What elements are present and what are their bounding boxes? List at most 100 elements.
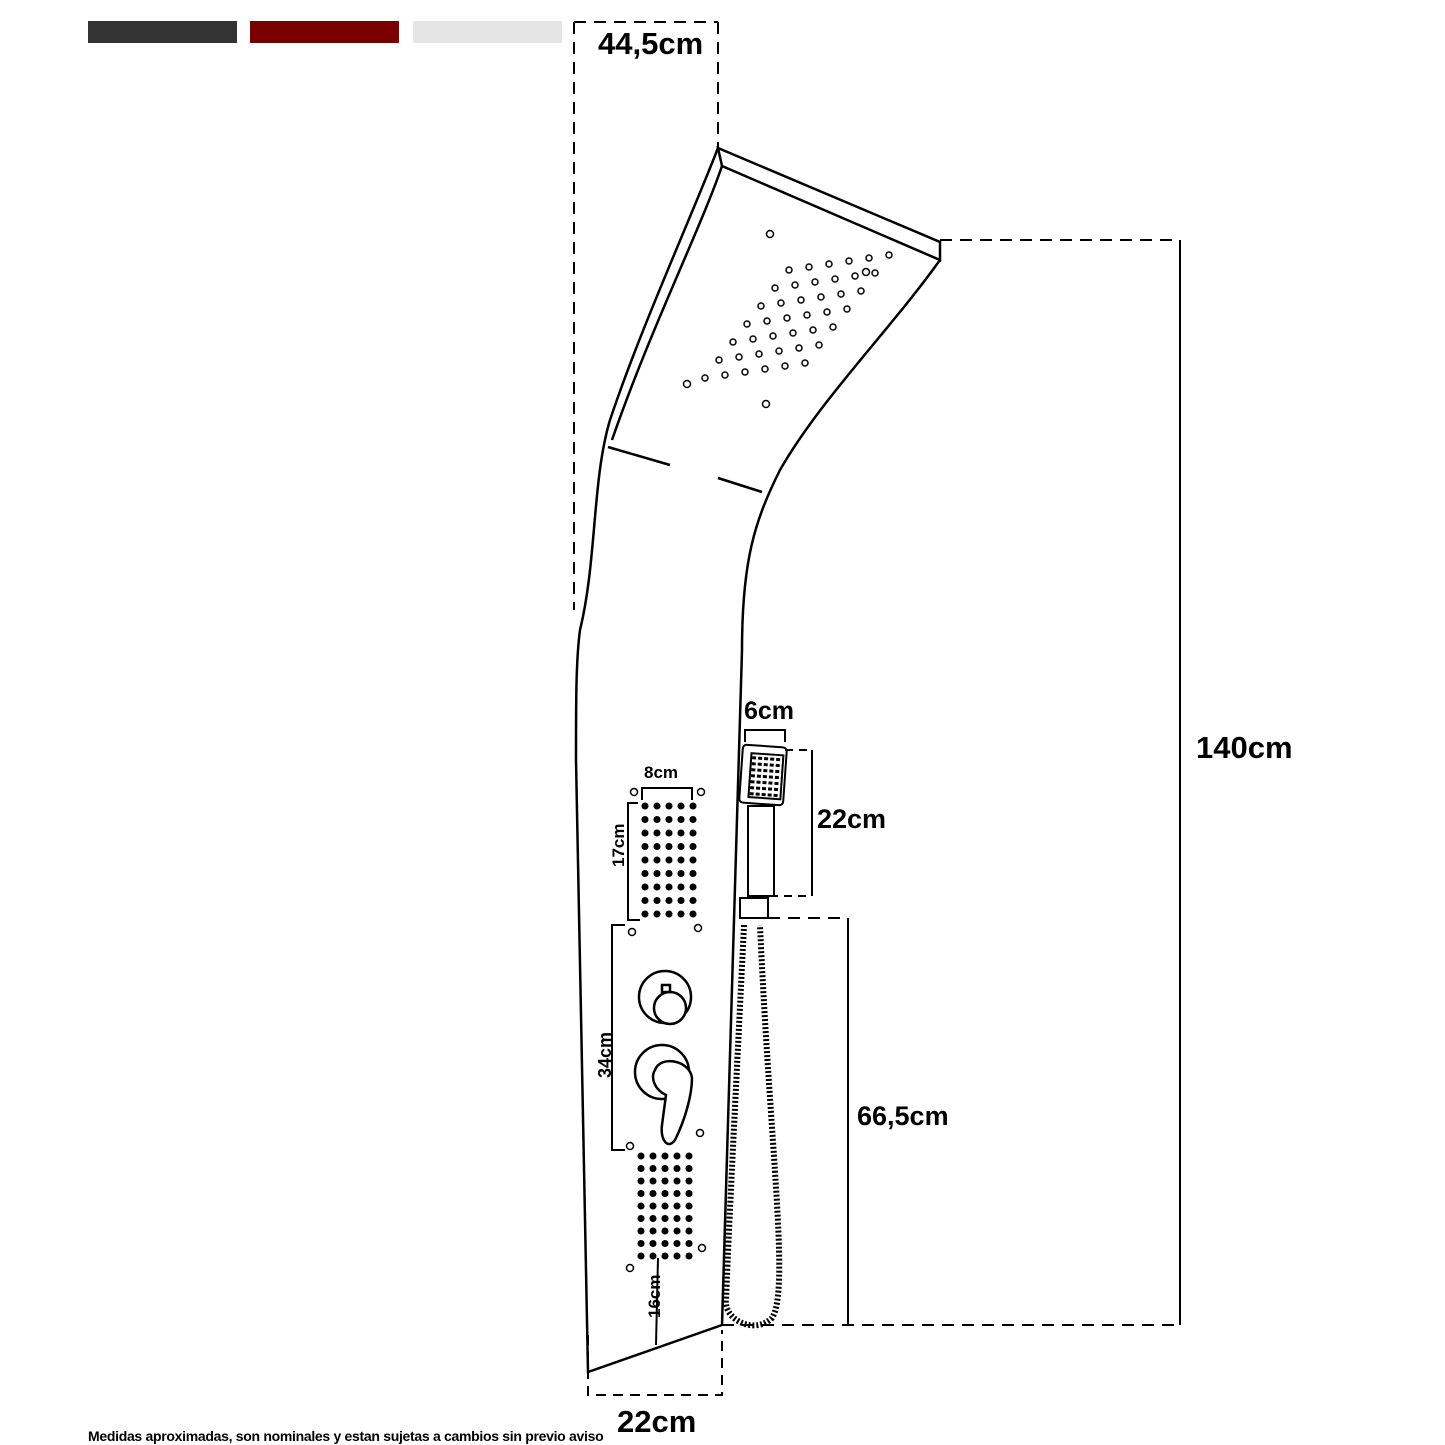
body-jet [653,856,661,864]
color-swatch-red[interactable] [250,21,399,43]
mounting-hole [693,923,703,933]
body-jet [665,856,673,864]
color-swatch-dark[interactable] [88,21,237,43]
dim-jet-width: 8cm [644,763,678,782]
head-nozzle [761,399,771,409]
head-nozzle [735,353,743,361]
dim-bottom-offset: 16cm [645,1275,664,1318]
body-jet [665,815,673,824]
head-nozzle [825,260,833,268]
head-nozzle [769,332,777,340]
head-nozzle [811,278,819,286]
head-nozzle [809,326,817,334]
head-nozzle [801,359,809,367]
body-jet [653,896,661,905]
body-jet [637,1152,645,1160]
body-jet [677,829,685,837]
dimension-lines [573,21,1181,1396]
body-jet [637,1164,645,1173]
body-jet [673,1177,681,1185]
body-jet [673,1239,681,1248]
body-jet [677,856,685,864]
head-nozzle [743,320,751,328]
dim-panel-width: 22cm [617,1404,696,1439]
body-jet [685,1227,693,1235]
body-jet [653,910,661,918]
body-jet [677,869,685,878]
body-jet [653,883,661,891]
body-jet [641,896,649,905]
body-jet [637,1227,645,1235]
body-jet [661,1214,669,1223]
mounting-hole [695,1128,705,1138]
body-jet [661,1239,669,1248]
shower-jets [625,229,893,1273]
body-jet [689,829,697,837]
body-jet [677,802,685,810]
body-jet [649,1152,657,1160]
head-nozzle [871,269,879,277]
body-jet [637,1189,645,1198]
body-jet [689,802,697,810]
mounting-hole [697,1243,707,1253]
body-jet [641,815,649,824]
head-nozzle [721,371,729,379]
body-jet [685,1252,693,1260]
body-jet [689,815,697,824]
body-jet [685,1177,693,1185]
body-jet [649,1177,657,1185]
head-nozzle [781,362,789,370]
body-jet [665,842,673,851]
head-nozzle [791,281,799,289]
body-jet [641,829,649,837]
body-jet [673,1189,681,1198]
dim-total-height: 140cm [1196,730,1293,765]
body-jet [637,1252,645,1260]
body-jet [661,1177,669,1185]
body-jet [641,869,649,878]
body-jet [665,802,673,810]
head-nozzle [831,275,839,283]
head-nozzle [861,267,871,277]
head-nozzle [775,347,783,355]
body-jet [649,1239,657,1248]
head-nozzle [741,368,749,376]
head-nozzle [857,287,865,295]
mounting-hole [627,927,637,937]
body-jet [685,1202,693,1210]
body-jet [649,1164,657,1173]
body-jet [665,883,673,891]
body-jet [653,842,661,851]
body-jet [665,910,673,918]
body-jet [637,1239,645,1248]
body-jet [677,896,685,905]
mounting-hole [625,1263,635,1273]
body-jet [685,1164,693,1173]
body-jet [685,1189,693,1198]
body-jet [689,842,697,851]
head-nozzle [823,308,831,316]
body-jet [677,815,685,824]
head-nozzle [795,344,803,352]
body-jet [689,856,697,864]
body-jet [673,1252,681,1260]
body-jet [689,869,697,878]
body-jet [661,1152,669,1160]
body-jet [653,869,661,878]
body-jet [661,1189,669,1198]
body-jet [637,1214,645,1223]
head-nozzle [845,257,853,265]
dim-valve-section: 34cm [595,1032,615,1078]
color-swatch-light[interactable] [413,21,562,43]
dim-head-depth: 44,5cm [598,26,703,61]
body-jet [649,1214,657,1223]
head-nozzle [715,356,723,364]
body-jet [653,829,661,837]
body-jet [661,1164,669,1173]
body-jet [673,1227,681,1235]
head-nozzle [843,305,851,313]
head-nozzle [817,293,825,301]
head-nozzle [771,284,779,292]
head-nozzle [783,314,791,322]
body-jet [649,1189,657,1198]
